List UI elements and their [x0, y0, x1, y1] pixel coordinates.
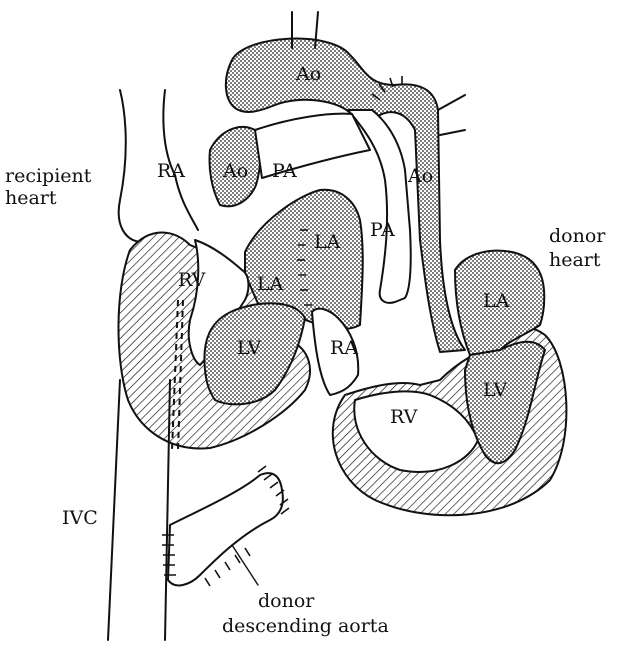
- donor-lv-label: LV: [483, 379, 507, 401]
- recipient-heart-label-2: heart: [5, 187, 57, 209]
- donor-heart-label-2: heart: [549, 249, 601, 271]
- donor-aorta-label-2: descending aorta: [222, 615, 389, 637]
- donor-aorta-label-1: donor: [258, 590, 315, 612]
- recipient-ao-label: Ao: [222, 160, 248, 182]
- recipient-rv-label: RV: [178, 269, 206, 291]
- donor-descending-aorta: [168, 473, 283, 585]
- donor-ao-right-label: Ao: [407, 165, 433, 187]
- donor-la-left-label: LA: [314, 231, 341, 253]
- recipient-pa-label: PA: [272, 160, 297, 182]
- recipient-lv-label: LV: [237, 337, 261, 359]
- recipient-la-label: LA: [257, 273, 284, 295]
- donor-ao-top-label: Ao: [295, 63, 321, 85]
- recipient-heart-label-1: recipient: [5, 165, 92, 187]
- recipient-atrium-outline: [119, 90, 140, 242]
- donor-pa-label: PA: [370, 219, 395, 241]
- vessel-top-4: [440, 130, 465, 135]
- donor-rv-label: RV: [390, 406, 418, 428]
- donor-heart-label-1: donor: [549, 225, 606, 247]
- ivc-label: IVC: [62, 507, 98, 529]
- donor-aorta-leader-line: [232, 545, 258, 585]
- vessel-top-3: [438, 95, 465, 110]
- donor-ra-label: RA: [330, 337, 358, 359]
- ivc-left-wall: [108, 380, 120, 640]
- recipient-ra-label: RA: [157, 160, 185, 182]
- donor-la-right-label: LA: [483, 290, 510, 312]
